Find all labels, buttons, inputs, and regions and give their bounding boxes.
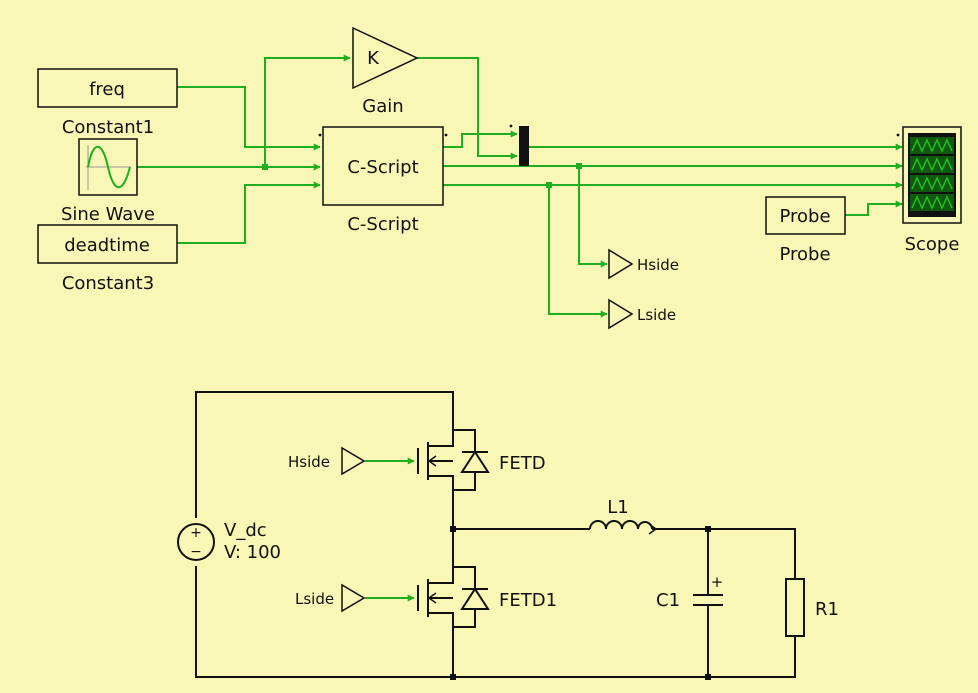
junction-dots	[262, 163, 582, 188]
sine-wave-block[interactable]: Sine Wave	[61, 138, 155, 225]
constant1-block[interactable]: freq Constant1	[37, 68, 178, 138]
from-lside-label: Lside	[295, 590, 334, 608]
gain-label: Gain	[362, 96, 403, 117]
current-arrow-icon	[648, 523, 658, 535]
mosfet-low-label: FETD1	[499, 590, 557, 611]
signal-wires	[137, 54, 903, 602]
wire-bottom-rail[interactable]	[195, 566, 796, 678]
wire-probe-to-scope[interactable]	[845, 200, 903, 216]
wire-hside-to-goto[interactable]	[578, 166, 608, 268]
inductor[interactable]: L1	[589, 497, 658, 535]
wire-lside-to-goto[interactable]	[548, 185, 608, 318]
cscript-label: C-Script	[347, 214, 418, 235]
inductor-label: L1	[607, 497, 628, 518]
mosfet-low[interactable]	[417, 566, 490, 628]
capacitor-label: C1	[656, 590, 680, 611]
probe-label: Probe	[779, 244, 830, 265]
from-hside-label: Hside	[288, 453, 330, 471]
body-diode-icon	[460, 450, 490, 473]
gain-block[interactable]: K Gain	[352, 26, 419, 117]
capacitor-polarity: +	[711, 573, 724, 591]
circuit-nodes	[450, 526, 711, 680]
probe-block[interactable]: Probe Probe	[765, 196, 846, 265]
mosfet-high[interactable]	[417, 429, 490, 491]
dc-voltage-source[interactable]: + − V_dc V: 100	[177, 520, 281, 563]
cscript-block[interactable]: C-Script C-Script	[318, 126, 448, 235]
goto-lside[interactable]: Lside	[608, 298, 676, 330]
cscript-value: C-Script	[347, 157, 418, 178]
constant3-value: deadtime	[64, 235, 150, 256]
constant1-value: freq	[89, 79, 125, 100]
probe-value: Probe	[779, 206, 830, 227]
constant1-label: Constant1	[62, 117, 154, 138]
signal-mux[interactable]	[509, 124, 529, 166]
sine-wave-icon	[87, 146, 131, 189]
wire-gain-to-mux[interactable]	[417, 57, 518, 160]
wire-output[interactable]	[652, 528, 796, 579]
constant3-label: Constant3	[62, 273, 154, 294]
wire-cscript-to-mux[interactable]	[443, 130, 518, 148]
vdc-name: V_dc	[224, 520, 267, 541]
goto-hside-label: Hside	[637, 256, 679, 274]
vdc-value: V: 100	[224, 542, 281, 563]
sine-wave-label: Sine Wave	[61, 204, 155, 225]
scope-screen-icon	[910, 137, 954, 211]
scope-label: Scope	[905, 234, 960, 255]
goto-hside[interactable]: Hside	[608, 248, 679, 280]
source-minus-sign: −	[190, 544, 202, 560]
body-diode-icon	[460, 587, 490, 610]
wire-deadtime-to-cscript[interactable]	[177, 181, 321, 244]
capacitor[interactable]: + C1	[656, 573, 723, 611]
wire-sine-to-gain[interactable]	[264, 54, 351, 167]
source-plus-sign: +	[190, 525, 202, 541]
wire-freq-to-cscript[interactable]	[177, 86, 321, 151]
wire-top-rail[interactable]	[195, 391, 454, 518]
resistor[interactable]: R1	[785, 578, 839, 637]
from-lside[interactable]: Lside	[295, 583, 366, 613]
goto-lside-label: Lside	[637, 306, 676, 324]
mosfet-high-label: FETD	[499, 453, 546, 474]
from-hside[interactable]: Hside	[288, 446, 366, 476]
circuit-wires	[195, 391, 796, 678]
resistor-label: R1	[815, 599, 839, 620]
scope-block[interactable]: Scope	[896, 126, 962, 255]
constant3-block[interactable]: deadtime Constant3	[37, 224, 178, 294]
gain-value: K	[367, 48, 380, 69]
